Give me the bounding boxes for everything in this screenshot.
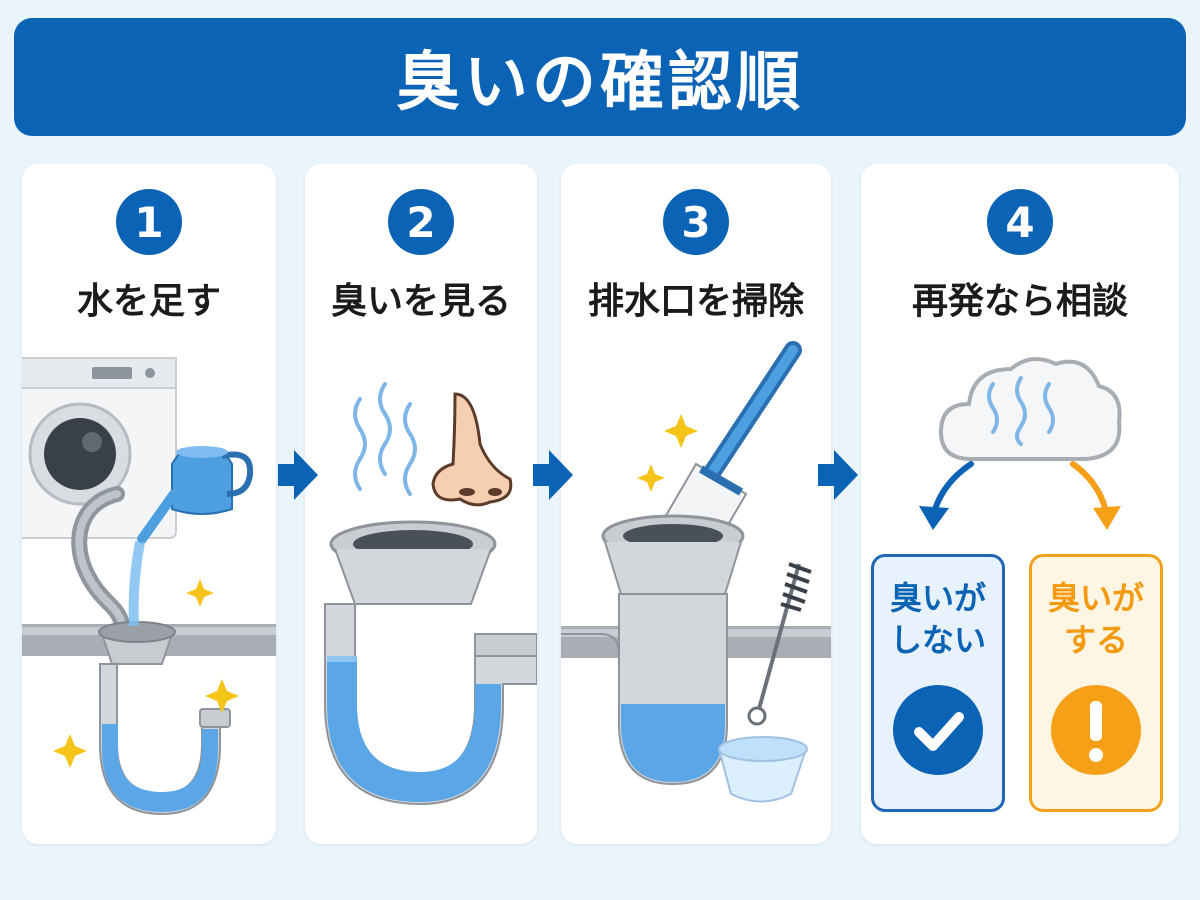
- result-smell: 臭いが する: [1029, 554, 1163, 812]
- step-label-2: 臭いを見る: [330, 281, 511, 322]
- step-number-4: 4: [987, 189, 1053, 255]
- step-1-illustration: [22, 357, 276, 816]
- result-smell-line2: する: [1063, 621, 1128, 659]
- next-arrow-icon: [818, 450, 858, 500]
- title-banner: 臭いの確認順: [14, 18, 1186, 136]
- step-number-1: 1: [116, 189, 182, 255]
- step-label-3: 排水口を掃除: [587, 281, 804, 322]
- step-panel-2: 2 臭いを見る: [305, 164, 537, 844]
- step-4-illustration: [919, 357, 1122, 530]
- water-bowl-icon: [717, 736, 808, 803]
- result-no-smell-line2: しない: [889, 621, 986, 659]
- page-title: 臭いの確認順: [396, 46, 804, 120]
- smell-cloud-icon: [938, 357, 1122, 461]
- step-3-illustration: [561, 341, 831, 803]
- next-arrow-icon: [278, 450, 318, 500]
- step-number-3: 3: [663, 189, 729, 255]
- result-no-smell: 臭いが しない: [871, 554, 1005, 812]
- watering-can-icon: [137, 446, 254, 544]
- check-icon: [893, 685, 983, 775]
- nose-icon: [431, 392, 513, 507]
- step-label-1: 水を足す: [76, 281, 221, 322]
- step-panel-3: 3 排水口を掃除: [561, 164, 831, 844]
- washing-machine-icon: [22, 357, 177, 539]
- next-arrow-icon: [533, 450, 573, 500]
- result-smell-line1: 臭いが: [1047, 579, 1144, 617]
- exclamation-icon: [1051, 685, 1141, 775]
- step-panel-4: 4 再発なら相談 臭いが しない 臭いが する: [861, 164, 1179, 844]
- step-number-2: 2: [388, 189, 454, 255]
- step-panel-1: 1 水を足す: [22, 164, 276, 844]
- result-no-smell-line1: 臭いが: [889, 579, 986, 617]
- smell-wave-icon: [353, 382, 417, 496]
- bottle-brush-icon: [747, 562, 812, 726]
- step-2-illustration: [324, 382, 537, 806]
- step-label-4: 再発なら相談: [911, 281, 1128, 322]
